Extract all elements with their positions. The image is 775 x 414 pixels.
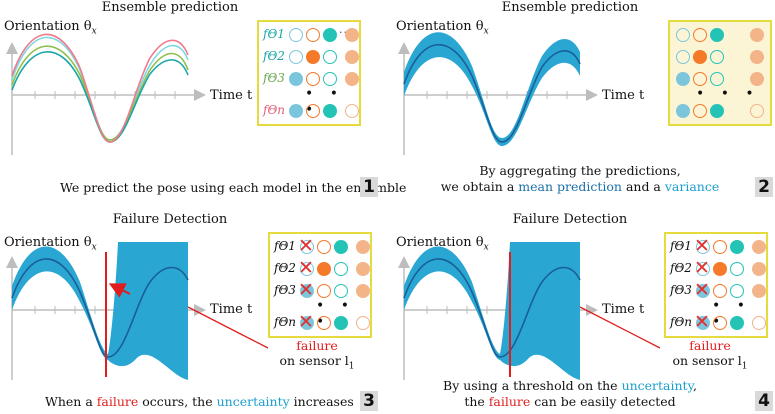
panel3-caption: When a failure occurs, the uncertainty i… [45, 394, 354, 409]
panel2-title: Ensemble prediction [501, 0, 639, 15]
variance-band-before [12, 246, 108, 360]
variance-band-after [500, 242, 580, 380]
panel4-y-axis-label: Orientation θx [396, 235, 489, 253]
panel4-plot [398, 242, 661, 380]
panel3-title: Failure Detection [112, 212, 228, 227]
mean-prediction-line [403, 258, 581, 358]
failure-leader-line [187, 306, 269, 349]
panel4-caption: By using a threshold on the uncertainty,… [443, 378, 697, 409]
variance-band-before [404, 246, 500, 360]
panel4-failure-label: failure on sensor l1 [672, 338, 748, 372]
panel1-title: Ensemble prediction [101, 0, 239, 15]
panel3-y-axis-label: Orientation θx [4, 235, 97, 253]
panel1-caption: We predict the pose using each model in … [60, 180, 407, 195]
panel3-failure-label: failure on sensor l1 [279, 338, 355, 372]
failure-arrow [108, 283, 131, 298]
panel2-number: 2 [755, 177, 773, 197]
variance-band-after [108, 242, 188, 380]
panel4-x-axis-label: Time t [602, 302, 645, 317]
panel4-ensemble-box: fΘ1 ✕ fΘ2 ✕ fΘ3 ✕ • • • fΘn ✕ [664, 232, 768, 338]
model-curve-cyan [11, 36, 189, 141]
panel3-x-axis-label: Time t [210, 302, 253, 317]
model-curve-green [11, 45, 189, 141]
panel1-ensemble-box: fΘ1 ··· fΘ2 fΘ3 • • • fΘn [257, 20, 361, 126]
panel1-number: 1 [360, 177, 378, 197]
panel1-x-axis-label: Time t [210, 88, 253, 103]
panel2-caption: By aggregating the predictions, we obtai… [440, 163, 720, 194]
panel2-x-axis-label: Time t [602, 88, 645, 103]
mean-prediction-line [403, 43, 581, 143]
panel1-y-axis-label: Orientation θx [4, 19, 97, 37]
failure-leader-line [579, 306, 661, 349]
panel2-plot [398, 32, 598, 155]
model-curve-pink [11, 33, 189, 143]
panel1-plot [6, 33, 206, 155]
panel4-number: 4 [755, 391, 773, 411]
panel2-ensemble-box: • • • [668, 20, 772, 126]
variance-band [404, 32, 580, 146]
panel3-ensemble-box: fΘ1 ✕ fΘ2 ✕ fΘ3 ✕ • • • fΘn ✕ [268, 232, 372, 338]
panel3-plot [6, 242, 269, 380]
panel2-y-axis-label: Orientation θx [396, 19, 489, 37]
panel3-number: 3 [360, 391, 378, 411]
panel4-title: Failure Detection [512, 212, 628, 227]
